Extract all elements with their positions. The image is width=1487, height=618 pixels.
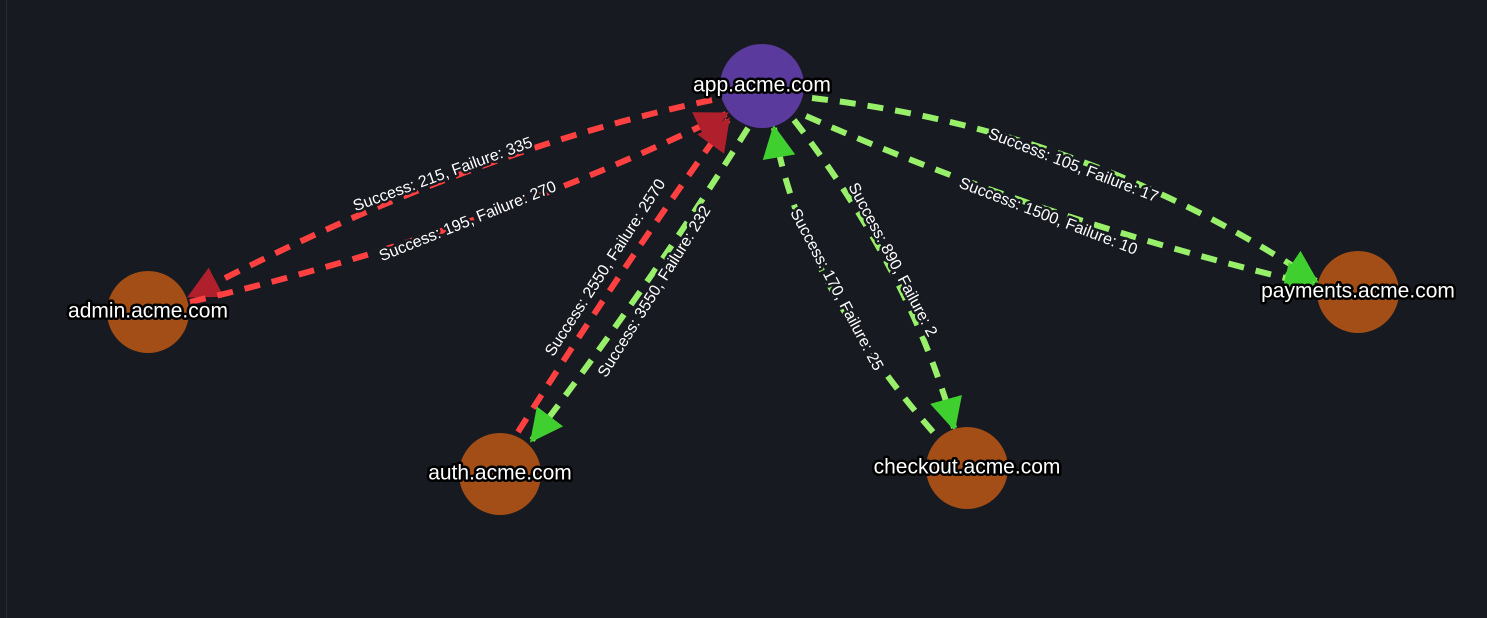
node-label-admin: admin.acme.com xyxy=(68,300,228,323)
edge-app-to-payments[interactable] xyxy=(804,113,1318,295)
edge-app-to-auth[interactable] xyxy=(529,126,751,443)
node-labels-layer: app.acme.com admin.acme.com auth.acme.com c… xyxy=(66,71,1458,487)
edge-admin-to-app[interactable] xyxy=(189,111,729,305)
node-auth[interactable] xyxy=(459,433,541,515)
node-admin[interactable] xyxy=(107,271,189,353)
edge-label-auth-to-app: Success: 2550, Failure: 2570 xyxy=(542,176,669,359)
edge-label-app-to-auth: Success: 3550, Failure: 232 xyxy=(595,203,715,380)
edges-layer xyxy=(187,95,1319,443)
node-checkout[interactable] xyxy=(926,427,1008,509)
node-app[interactable] xyxy=(720,44,804,128)
node-label-payments: payments.acme.com xyxy=(1261,280,1455,303)
node-label-app: app.acme.com xyxy=(693,74,831,97)
node-payments[interactable] xyxy=(1317,251,1399,333)
edge-app-to-admin[interactable] xyxy=(187,97,713,299)
panel-divider xyxy=(6,0,7,618)
edge-app-to-checkout[interactable] xyxy=(791,118,962,432)
nodes-layer xyxy=(107,44,1399,515)
node-label-checkout: checkout.acme.com xyxy=(874,456,1061,479)
node-label-auth: auth.acme.com xyxy=(428,462,572,485)
edge-auth-to-app[interactable] xyxy=(515,117,731,434)
